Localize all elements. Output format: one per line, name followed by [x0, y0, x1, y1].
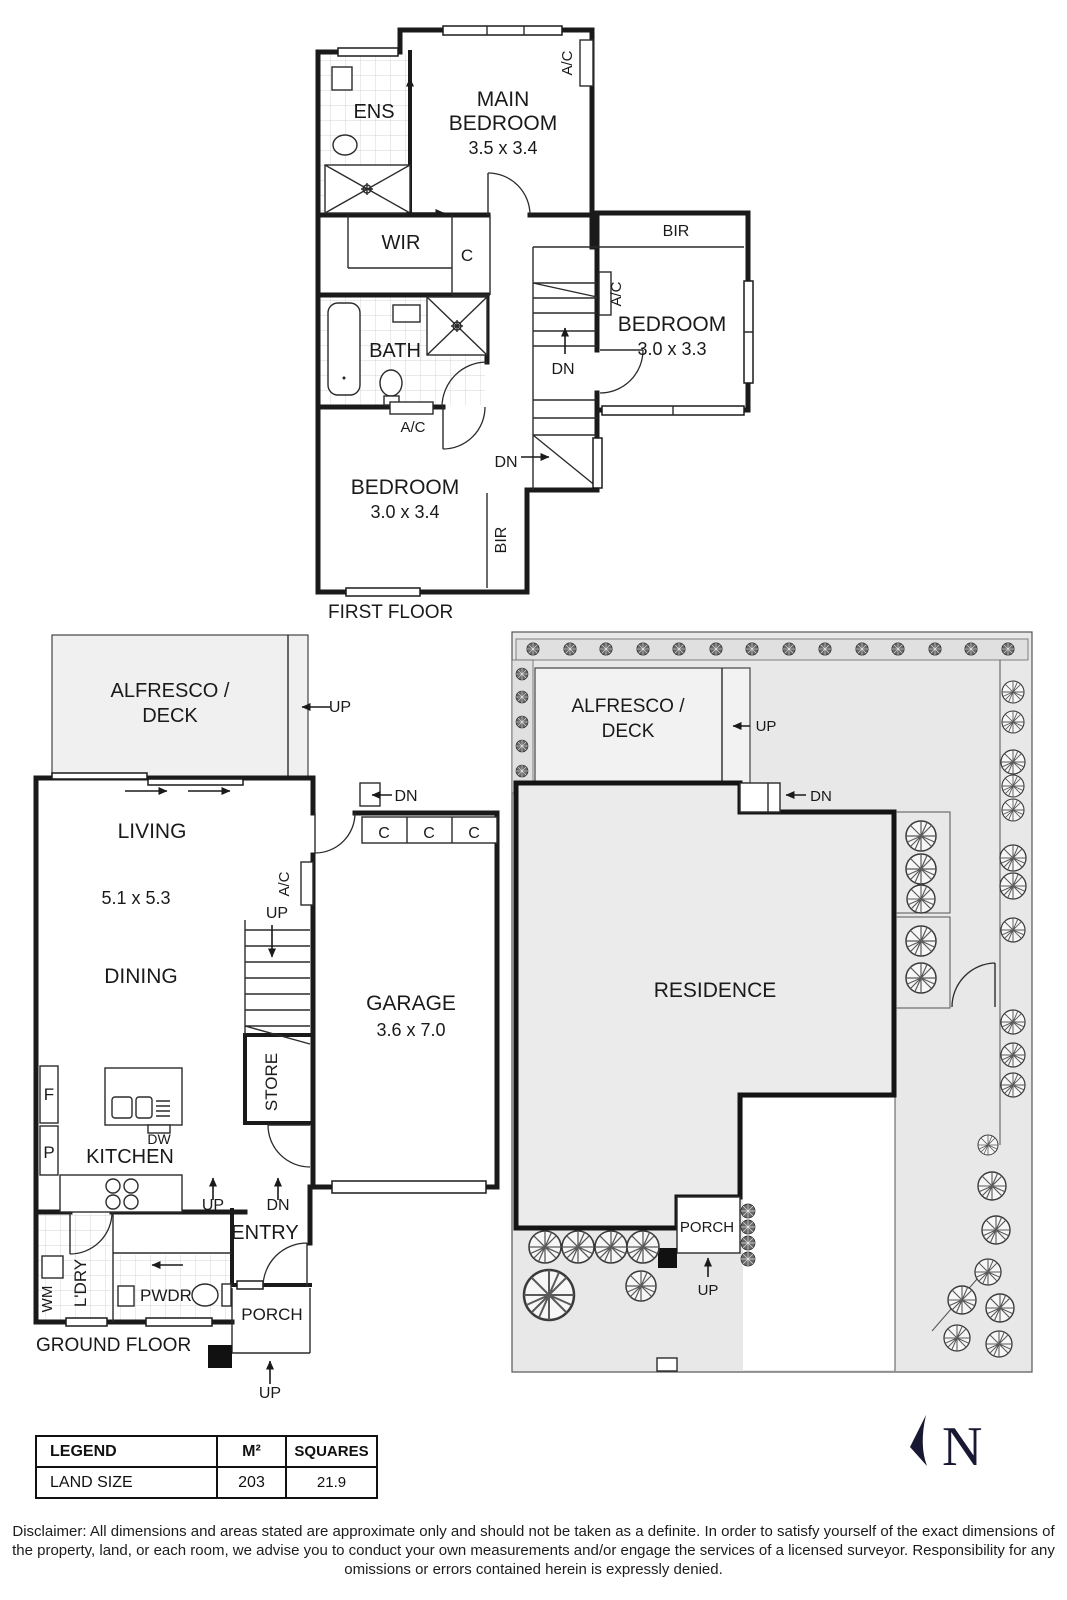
gf-closet3-label: C	[468, 825, 480, 842]
site-porch-box	[676, 1196, 741, 1254]
ground-floor-title: GROUND FLOOR	[36, 1335, 191, 1356]
dw-label: DW	[147, 1131, 171, 1147]
ens-fixtures	[324, 66, 411, 214]
legend-squares-value: 21.9	[285, 1466, 378, 1499]
closet-label: C	[461, 246, 473, 265]
living-label: LIVING	[118, 820, 187, 843]
site-porch-up-label: UP	[698, 1282, 719, 1299]
north-compass: N	[910, 1415, 982, 1477]
site-porch-label: PORCH	[680, 1219, 734, 1236]
main-bedroom-dims: 3.5 x 3.4	[468, 138, 537, 158]
ac-bed3-label: A/C	[400, 419, 425, 436]
site-porch-post	[658, 1248, 677, 1268]
dining-label: DINING	[104, 965, 178, 988]
legend-data-row: LAND SIZE 203 21.9	[35, 1466, 378, 1499]
gf-walk-up-label: UP	[202, 1197, 224, 1214]
wir-label: WIR	[382, 232, 421, 254]
ac-main-label: A/C	[559, 50, 576, 75]
bedroom3-label: BEDROOM	[351, 476, 460, 499]
north-arrow-icon	[910, 1415, 927, 1466]
stair-dn-label: DN	[551, 361, 574, 378]
garage-label: GARAGE	[366, 992, 456, 1015]
gf-dn-label: DN	[394, 788, 417, 805]
wm-label: WM	[39, 1286, 56, 1313]
top-garden-strip	[515, 638, 1029, 661]
gf-closets	[361, 816, 498, 844]
site-dn-label: DN	[810, 788, 832, 805]
store-label: STORE	[262, 1053, 281, 1111]
gf-porch-post	[208, 1345, 232, 1368]
ens-label: ENS	[353, 101, 394, 123]
gf-walk-dn-label: DN	[266, 1197, 289, 1214]
legend-table: LEGEND M² SQUARES LAND SIZE 203 21.9	[35, 1435, 378, 1499]
ground-floor-thin-lines	[112, 920, 311, 1354]
ground-floor-windows	[51, 772, 487, 1327]
bedroom2-dims: 3.0 x 3.3	[637, 339, 706, 359]
legend-header-m2: M²	[216, 1435, 287, 1468]
gf-porch-up-label: UP	[259, 1385, 281, 1402]
ac-unit-gf	[300, 861, 314, 906]
bir-top-label: BIR	[663, 223, 690, 240]
residence-label: RESIDENCE	[654, 979, 777, 1002]
kitchen-fixtures	[39, 1065, 183, 1213]
ac-stair-label: A/C	[608, 281, 625, 306]
fridge-label: F	[44, 1085, 54, 1104]
gf-alfresco-up-label: UP	[329, 699, 351, 716]
first-floor-plan: ENS MAIN BEDROOM 3.5 x 3.4 A/C WIR C BIR…	[315, 25, 754, 623]
first-floor-doors	[441, 172, 644, 450]
site-alfresco-label2: DECK	[602, 721, 655, 742]
gf-porch-label: PORCH	[241, 1305, 302, 1324]
living-dims: 5.1 x 5.3	[101, 888, 170, 908]
gate-swing	[951, 962, 996, 1008]
gf-alfresco	[51, 634, 309, 778]
driveway	[743, 1098, 895, 1370]
pantry-label: P	[43, 1143, 54, 1162]
ac-unit-main	[579, 39, 594, 87]
pwdr-label: PWDR	[140, 1286, 192, 1305]
site-step-box	[739, 782, 781, 813]
main-bedroom-label2: BEDROOM	[449, 112, 558, 135]
bir-side-label: BIR	[493, 527, 510, 554]
bedroom3-dims: 3.0 x 3.4	[370, 502, 439, 522]
ac-unit-stair	[598, 271, 612, 316]
legend-header-title: LEGEND	[35, 1435, 218, 1468]
ac-unit-bed3	[389, 401, 434, 415]
disclaimer-text: Disclaimer: All dimensions and areas sta…	[12, 1523, 1055, 1579]
bedroom2-label: BEDROOM	[618, 313, 727, 336]
legend-header-row: LEGEND M² SQUARES	[35, 1435, 378, 1468]
garage-dims: 3.6 x 7.0	[376, 1020, 445, 1040]
laundry-label: L'DRY	[71, 1259, 90, 1307]
first-floor-title: FIRST FLOOR	[328, 602, 453, 623]
gf-alfresco-label2: DECK	[142, 705, 198, 727]
kitchen-label: KITCHEN	[86, 1146, 174, 1168]
entry-label: ENTRY	[231, 1222, 298, 1244]
gf-closet1-label: C	[378, 825, 390, 842]
laundry-pwdr-fixtures	[41, 1255, 232, 1307]
site-up-label: UP	[756, 718, 777, 735]
main-bedroom-label1: MAIN	[477, 88, 530, 111]
gf-stair-up-label: UP	[266, 905, 288, 922]
gf-closet2-label: C	[423, 825, 435, 842]
ac-gf-label: A/C	[276, 871, 293, 896]
ground-floor-plan: ALFRESCO / DECK UP DN C C C LIVING 5.1 x…	[33, 634, 500, 1402]
stair-dn-lower-label: DN	[494, 454, 517, 471]
north-label: N	[942, 1416, 982, 1477]
legend-m2-value: 203	[216, 1466, 287, 1499]
bath-fixtures	[327, 296, 488, 406]
site-plan: ALFRESCO / DECK UP DN RESIDENCE PORCH UP	[511, 631, 1033, 1373]
first-floor-windows	[337, 25, 754, 597]
legend-header-squares: SQUARES	[285, 1435, 378, 1468]
site-alfresco-label1: ALFRESCO /	[572, 696, 686, 717]
gf-alfresco-label1: ALFRESCO /	[111, 680, 230, 702]
ground-floor-doors	[69, 812, 356, 1288]
legend-land-size: LAND SIZE	[35, 1466, 218, 1499]
bath-label: BATH	[369, 340, 421, 362]
site-notch	[656, 1357, 678, 1372]
